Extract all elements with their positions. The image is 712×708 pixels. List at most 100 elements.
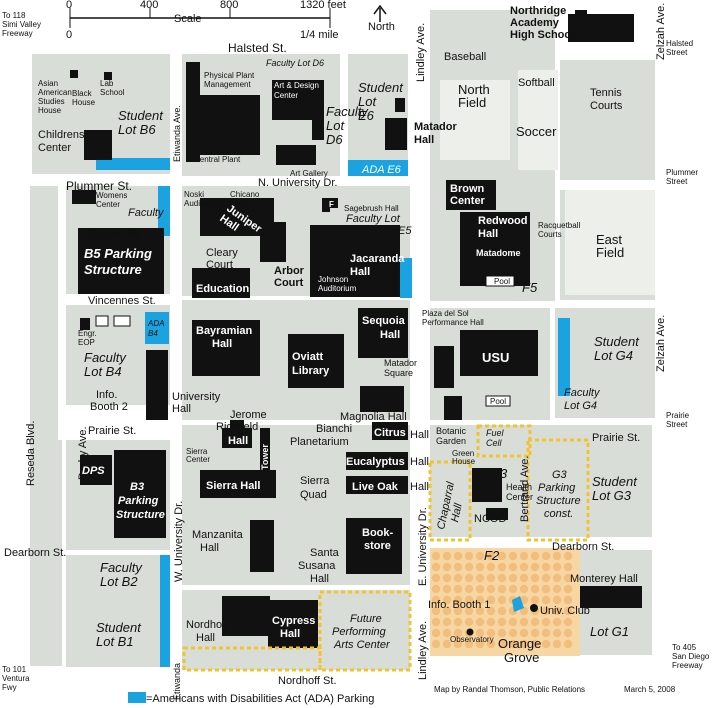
orange-tree [453, 628, 463, 638]
orange-tree [442, 595, 452, 605]
ada-lots [96, 158, 570, 667]
orange-tree [552, 628, 562, 638]
label-magnolia: Magnolia Hall [340, 411, 407, 423]
orange-tree [486, 617, 496, 627]
orange-tree [508, 573, 518, 583]
label-observatory: Observatory [450, 635, 494, 644]
street-prairie-mid: Prairie St. [592, 432, 640, 444]
orange-tree [519, 562, 529, 572]
label-matadome: Matadome [476, 248, 521, 258]
orange-tree [464, 584, 474, 594]
orange-tree [541, 595, 551, 605]
legend-ada: =Americans with Disabilities Act (ADA) P… [146, 693, 374, 705]
street-lindley-top: Lindley Ave. [415, 23, 427, 82]
orange-tree [552, 639, 562, 649]
orange-tree [464, 606, 474, 616]
orange-tree [519, 617, 529, 627]
label-f3: F3 [492, 466, 508, 481]
street-plummer: Plummer St. [66, 179, 132, 193]
orange-tree [552, 562, 562, 572]
label-faculty-lot-d6-top: Faculty Lot D6 [266, 58, 324, 68]
label-citrus: Citrus [374, 427, 406, 439]
orange-tree [453, 584, 463, 594]
label-soccer: Soccer [516, 124, 557, 139]
label-bookstore: Book-store [362, 527, 394, 552]
label-monterey: Monterey Hall [570, 573, 638, 585]
label-tower: Tower [260, 444, 270, 470]
orange-tree [530, 562, 540, 572]
label-dps: DPS [82, 465, 105, 477]
orange-tree [475, 606, 485, 616]
orange-tree [497, 562, 507, 572]
label-pool-usu: Pool [490, 397, 506, 406]
label-baseball: Baseball [444, 51, 486, 63]
orange-tree [563, 562, 573, 572]
label-jr-hall: Hall [228, 435, 248, 447]
orange-tree [475, 617, 485, 627]
orange-tree [497, 606, 507, 616]
orange-tree [453, 573, 463, 583]
orange-tree [563, 617, 573, 627]
orange-tree [508, 551, 518, 561]
street-etiwanda-s: Etiwanda [172, 663, 182, 700]
orange-tree [442, 628, 452, 638]
orange-tree [519, 639, 529, 649]
orange-tree [563, 639, 573, 649]
construction-sites [182, 424, 590, 672]
orange-tree [486, 551, 496, 561]
orange-tree [475, 573, 485, 583]
orange-tree [497, 617, 507, 627]
label-education: Education [196, 283, 249, 295]
orange-tree [530, 617, 540, 627]
orange-tree [453, 551, 463, 561]
orange-tree [486, 639, 496, 649]
orange-tree [442, 639, 452, 649]
label-live-oak: Live Oak [352, 481, 399, 493]
scale-tick-800: 800 [220, 0, 238, 11]
street-dearborn: Dearborn St. [4, 547, 66, 559]
street-bertrand: Bertrand Ave. [519, 456, 531, 522]
orange-tree [453, 639, 463, 649]
orange-tree [431, 573, 441, 583]
orange-tree [497, 628, 507, 638]
orange-tree [508, 639, 518, 649]
orange-tree [431, 639, 441, 649]
orange-tree [431, 584, 441, 594]
orange-tree [431, 617, 441, 627]
orange-tree [519, 628, 529, 638]
label-live-oak-hall: Hall [410, 481, 429, 493]
orange-tree [442, 617, 452, 627]
label-ada-e6: ADA E6 [361, 164, 402, 176]
scale-mile-quarter: 1/4 mile [300, 29, 339, 41]
orange-tree [475, 639, 485, 649]
orange-tree [431, 562, 441, 572]
label-info-booth-2: Info.Booth 2 [90, 389, 128, 413]
orange-tree [464, 551, 474, 561]
orange-tree [541, 562, 551, 572]
